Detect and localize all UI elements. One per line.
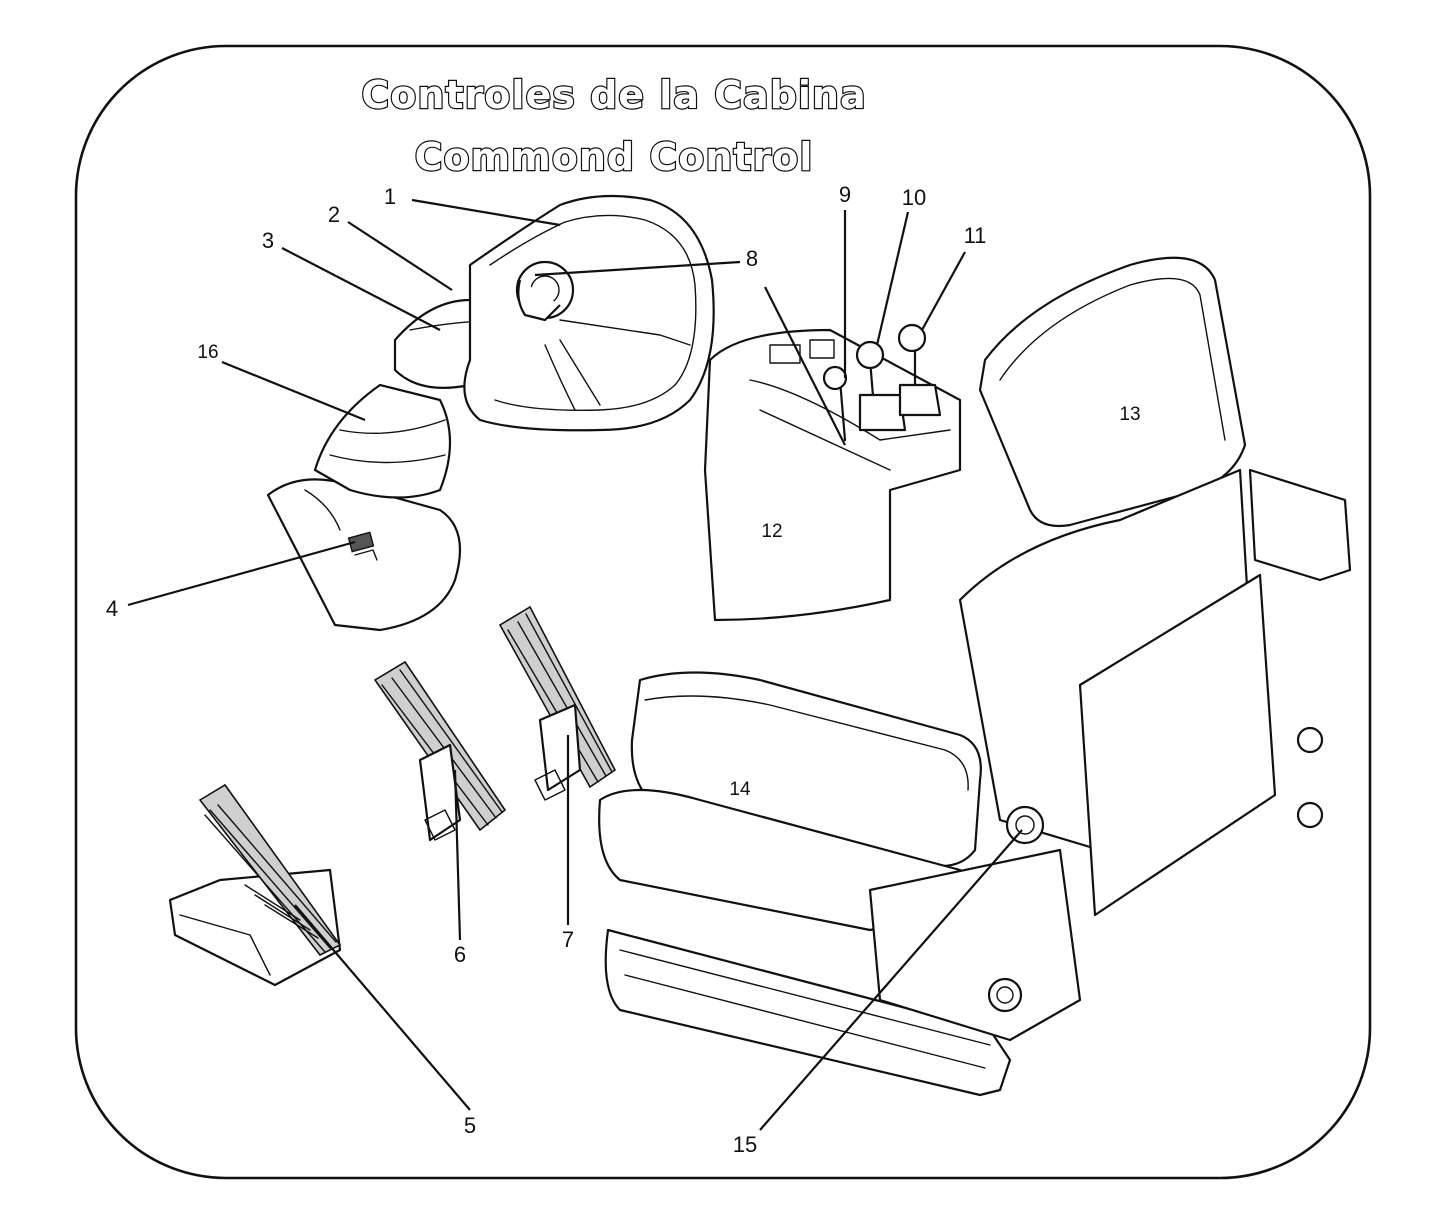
callout-4: 4 bbox=[106, 596, 118, 621]
part-number-13: 13 bbox=[1119, 404, 1140, 425]
pedal-7 bbox=[498, 605, 617, 801]
pedal-7-arm bbox=[538, 703, 582, 792]
leader-lines bbox=[127, 198, 1023, 1131]
column-switch-4 bbox=[347, 531, 375, 553]
leader-2 bbox=[347, 221, 453, 291]
steering-wheel-rim bbox=[463, 194, 715, 432]
joystick-9 bbox=[838, 378, 847, 442]
adjust-knob-15 bbox=[1005, 805, 1045, 845]
pedal-5-tread bbox=[198, 783, 342, 957]
callout-16: 16 bbox=[197, 342, 218, 363]
seat-assembly bbox=[598, 256, 1352, 1097]
part-number-14: 14 bbox=[729, 779, 751, 800]
leader-11 bbox=[921, 251, 966, 331]
seat-base-frame bbox=[604, 928, 1012, 1097]
callout-7: 7 bbox=[562, 927, 574, 952]
seat-suspension bbox=[868, 848, 1082, 1042]
seat-side-panel bbox=[1078, 573, 1277, 917]
frame-border bbox=[74, 44, 1372, 1180]
armrest-box bbox=[1248, 468, 1352, 582]
steering-column bbox=[313, 383, 452, 499]
callout-9: 9 bbox=[839, 182, 851, 207]
callout-3: 3 bbox=[262, 228, 274, 253]
callout-1: 1 bbox=[384, 184, 396, 209]
callout-2: 2 bbox=[328, 202, 340, 227]
leader-6 bbox=[453, 769, 462, 941]
title-line-2: Commond Control bbox=[415, 135, 814, 179]
leader-3 bbox=[281, 247, 441, 331]
leader-15 bbox=[759, 829, 1023, 1131]
pedal-5 bbox=[168, 783, 342, 987]
leader-4 bbox=[127, 540, 356, 607]
leader-16 bbox=[221, 360, 366, 422]
callout-labels: 1 2 3 4 5 6 7 8 9 10 11 16 15 12 13 14 bbox=[106, 182, 1141, 1157]
callout-5: 5 bbox=[464, 1113, 476, 1138]
callout-15: 15 bbox=[733, 1132, 757, 1157]
callout-10: 10 bbox=[902, 185, 926, 210]
column-housing bbox=[266, 478, 462, 632]
callout-11: 11 bbox=[964, 223, 987, 248]
cushion-14 bbox=[630, 671, 982, 868]
backrest-13 bbox=[978, 256, 1247, 528]
steering-assembly bbox=[266, 194, 715, 632]
leader-8a bbox=[534, 260, 741, 277]
leader-1 bbox=[411, 198, 561, 227]
pedal-6 bbox=[373, 660, 507, 842]
leader-10 bbox=[875, 211, 910, 346]
callout-6: 6 bbox=[454, 942, 466, 967]
callout-8: 8 bbox=[746, 246, 758, 271]
leader-8b bbox=[764, 286, 846, 446]
title-line-1: Controles de la Cabina bbox=[361, 73, 866, 117]
pedal-6-arm bbox=[418, 743, 462, 842]
part-number-12: 12 bbox=[761, 521, 782, 542]
leader-5 bbox=[294, 904, 471, 1111]
